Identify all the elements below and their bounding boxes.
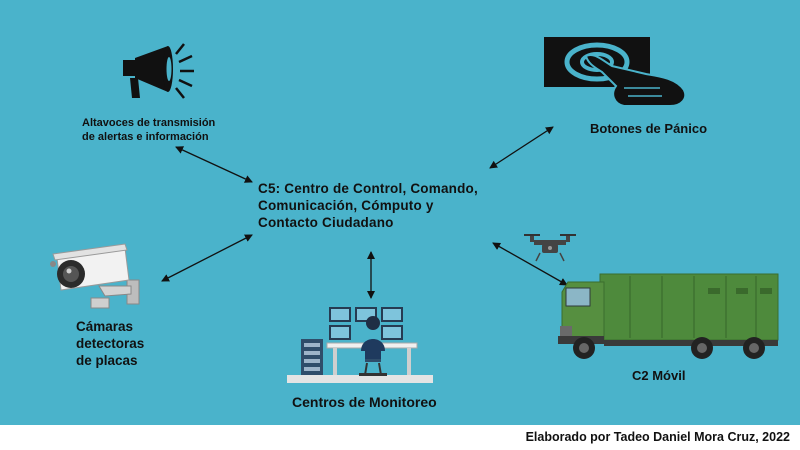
speaker-label-line-1: Altavoces de transmisión xyxy=(82,117,216,129)
c5-center-label: C5: Centro de Control, Comando, Comunica… xyxy=(258,180,518,231)
camera-label-line-1: Cámaras xyxy=(76,319,134,334)
camera-label: Cámaras detectoras de placas xyxy=(76,318,186,369)
c5-center-line-1: C5: Centro de Control, Comando, xyxy=(258,181,478,196)
arrow-center-c2 xyxy=(492,242,568,286)
credit-caption: Elaborado por Tadeo Daniel Mora Cruz, 20… xyxy=(525,430,790,444)
diagram-canvas: C5: Centro de Control, Comando, Comunica… xyxy=(0,0,800,425)
c2-mobile-label: C2 Móvil xyxy=(632,368,686,383)
camera-label-line-3: de placas xyxy=(76,353,138,368)
monitoring-center-icon xyxy=(287,307,433,383)
c5-center-line-2: Comunicación, Cómputo y xyxy=(258,198,434,213)
monitoring-center-label: Centros de Monitoreo xyxy=(292,394,437,410)
camera-label-line-2: detectoras xyxy=(76,336,145,351)
arrows-layer xyxy=(161,126,568,299)
arrow-center-panic xyxy=(489,126,554,169)
c5-center-line-3: Contacto Ciudadano xyxy=(258,215,394,230)
arrow-center-speaker xyxy=(175,146,253,183)
arrow-center-camera xyxy=(161,234,253,282)
security-camera-icon xyxy=(50,243,140,309)
drone-icon xyxy=(524,234,576,262)
megaphone-icon xyxy=(123,43,194,99)
panic-button-icon xyxy=(544,37,687,107)
mobile-command-truck-icon xyxy=(558,273,779,359)
speaker-label-line-2: de alertas e información xyxy=(82,131,209,143)
speaker-label: Altavoces de transmisión de alertas e in… xyxy=(82,116,282,144)
panic-button-label: Botones de Pánico xyxy=(590,121,708,136)
